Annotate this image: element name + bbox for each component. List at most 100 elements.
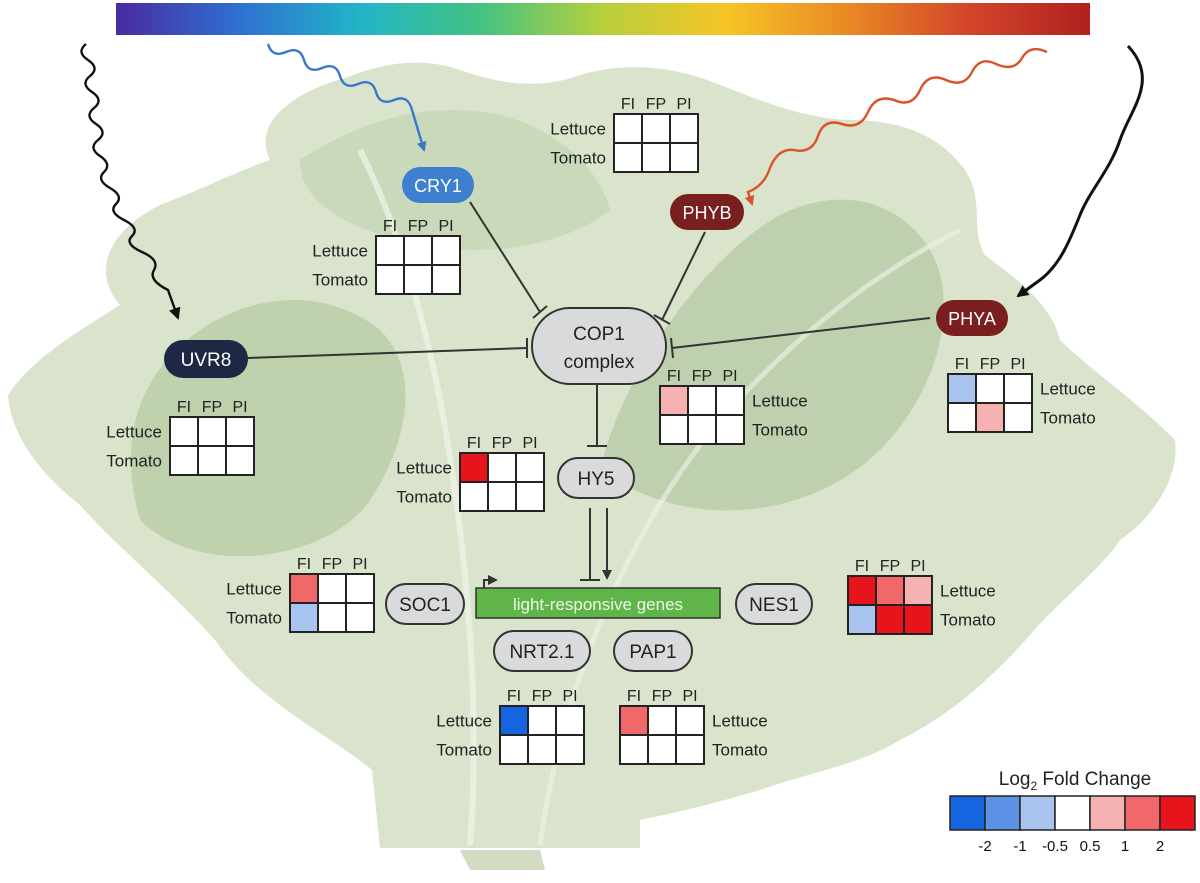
heatmap-cell bbox=[659, 385, 689, 416]
heatmap-row-label: Lettuce bbox=[712, 712, 768, 731]
pap1-label: PAP1 bbox=[629, 642, 676, 663]
heatmap-row-label: Tomato bbox=[312, 271, 368, 290]
heatmap-cell bbox=[375, 264, 405, 295]
heatmap-column-header: FI bbox=[383, 218, 397, 235]
heatmap-row-label: Lettuce bbox=[226, 580, 282, 599]
uvr8-node: UVR8 bbox=[164, 340, 248, 378]
soc1-shape bbox=[385, 583, 465, 625]
heatmap-cell bbox=[527, 705, 557, 736]
legend-tick-label: 2 bbox=[1156, 838, 1164, 855]
heatmap-cell bbox=[459, 452, 489, 483]
phya-shape bbox=[936, 300, 1008, 336]
heatmap-cell bbox=[687, 414, 717, 445]
heatmap-row-label: Lettuce bbox=[312, 242, 368, 261]
heatmap-cell bbox=[197, 445, 227, 476]
legend-tick-label: 0.5 bbox=[1080, 838, 1101, 855]
heatmap-cell bbox=[675, 734, 705, 765]
heatmap-cell bbox=[847, 575, 877, 606]
heatmap-column-header: PI bbox=[522, 435, 537, 452]
blue-light-arrow bbox=[266, 43, 427, 152]
heatmap-row-label: Lettuce bbox=[752, 392, 808, 411]
cry1-label: CRY1 bbox=[414, 176, 462, 196]
heatmap-cell bbox=[317, 602, 347, 633]
heatmap-cell bbox=[345, 573, 375, 604]
cop1-label-line2: complex bbox=[564, 352, 635, 373]
heatmap-row-label: Lettuce bbox=[940, 582, 996, 601]
heatmap-cell bbox=[459, 481, 489, 512]
legend-title-subscript: 2 bbox=[1030, 779, 1037, 793]
heatmap-cell bbox=[975, 373, 1005, 404]
phya-cop1-inhibition bbox=[671, 317, 931, 349]
legend-tick-label: 1 bbox=[1121, 838, 1129, 855]
soc1-label: SOC1 bbox=[399, 595, 451, 616]
heatmap-row-label: Tomato bbox=[712, 741, 768, 760]
heatmap-cell bbox=[613, 142, 643, 173]
nes1-label: NES1 bbox=[749, 595, 799, 616]
light-responsive-genes-node: light-responsive genes bbox=[475, 587, 721, 619]
heatmap-cell bbox=[947, 402, 977, 433]
heatmap-column-header: FP bbox=[492, 435, 512, 452]
nrt21-shape bbox=[493, 630, 591, 672]
heatmap-column-header: PI bbox=[722, 368, 737, 385]
heatmap-cell bbox=[225, 416, 255, 447]
heatmap-column-header: FP bbox=[532, 688, 552, 705]
heatmap-row-label: Lettuce bbox=[396, 459, 452, 478]
heatmap-cell bbox=[847, 604, 877, 635]
heatmap-row-label: Tomato bbox=[550, 149, 606, 168]
heatmap-row-label: Tomato bbox=[226, 609, 282, 628]
heatmap-column-header: FP bbox=[880, 558, 900, 575]
heatmap-cell bbox=[875, 604, 905, 635]
heatmap-cell bbox=[669, 113, 699, 144]
legend-swatch bbox=[984, 795, 1021, 831]
pathway-links bbox=[247, 201, 931, 592]
pap1-node: PAP1 bbox=[613, 630, 693, 672]
heatmap-column-header: FP bbox=[692, 368, 712, 385]
heatmap-cell bbox=[903, 575, 933, 606]
heatmap-row-label: Lettuce bbox=[106, 423, 162, 442]
legend-swatch bbox=[1159, 795, 1196, 831]
light-arrows bbox=[80, 43, 1144, 320]
heatmap-cell bbox=[675, 705, 705, 736]
heatmap-cell bbox=[169, 416, 199, 447]
heatmap-column-header: FI bbox=[507, 688, 521, 705]
heatmap-cell bbox=[515, 481, 545, 512]
hy5-node: HY5 bbox=[557, 457, 635, 499]
heatmap-column-header: FI bbox=[855, 558, 869, 575]
heatmap-cell bbox=[687, 385, 717, 416]
heatmap-row-label: Tomato bbox=[106, 452, 162, 471]
heatmap-cell bbox=[903, 604, 933, 635]
heatmap-cell bbox=[669, 142, 699, 173]
phyb-node: PHYB bbox=[670, 194, 744, 230]
heatmap-cell bbox=[317, 573, 347, 604]
heatmap-cell bbox=[947, 373, 977, 404]
heatmap-cell bbox=[197, 416, 227, 447]
heatmap-cell bbox=[289, 602, 319, 633]
heatmap-cell bbox=[641, 142, 671, 173]
legend-tick-label: -2 bbox=[978, 838, 991, 855]
phyb-cop1-inhibition bbox=[661, 231, 706, 321]
legend-swatch bbox=[949, 795, 986, 831]
heatmap-cell bbox=[487, 481, 517, 512]
heatmap-cell bbox=[431, 264, 461, 295]
legend-ticks: -2 -1 -0.5 0.5 1 2 bbox=[978, 838, 1164, 855]
heatmap-cell bbox=[403, 235, 433, 266]
legend-swatch bbox=[1019, 795, 1056, 831]
heatmap-column-header: FP bbox=[408, 218, 428, 235]
legend-tick-label: -0.5 bbox=[1042, 838, 1068, 855]
legend-tick-label: -1 bbox=[1013, 838, 1026, 855]
heatmap-cell bbox=[403, 264, 433, 295]
heatmap-column-header: PI bbox=[562, 688, 577, 705]
cry1-shape bbox=[402, 167, 474, 203]
heatmap-cell bbox=[345, 602, 375, 633]
legend-swatch bbox=[1054, 795, 1091, 831]
pap1-shape bbox=[613, 630, 693, 672]
heatmap-column-header: FI bbox=[297, 556, 311, 573]
heatmap-cell bbox=[555, 734, 585, 765]
heatmap-cell bbox=[225, 445, 255, 476]
nrt21-node: NRT2.1 bbox=[493, 630, 591, 672]
light-spectrum-bar bbox=[116, 3, 1090, 35]
